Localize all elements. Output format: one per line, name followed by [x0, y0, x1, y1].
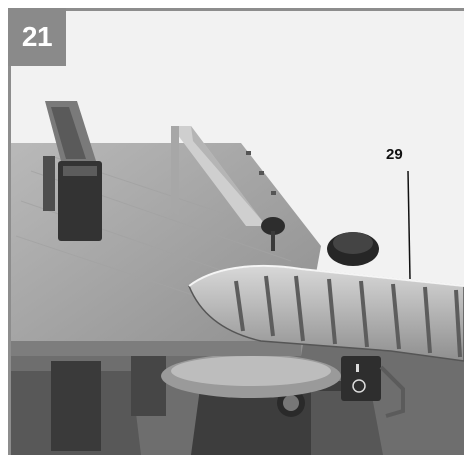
- figure-number-badge: 21: [8, 8, 66, 66]
- callout-label-29: 29: [386, 146, 403, 163]
- figure-frame: [8, 8, 464, 455]
- saw-table-photo: [11, 11, 464, 455]
